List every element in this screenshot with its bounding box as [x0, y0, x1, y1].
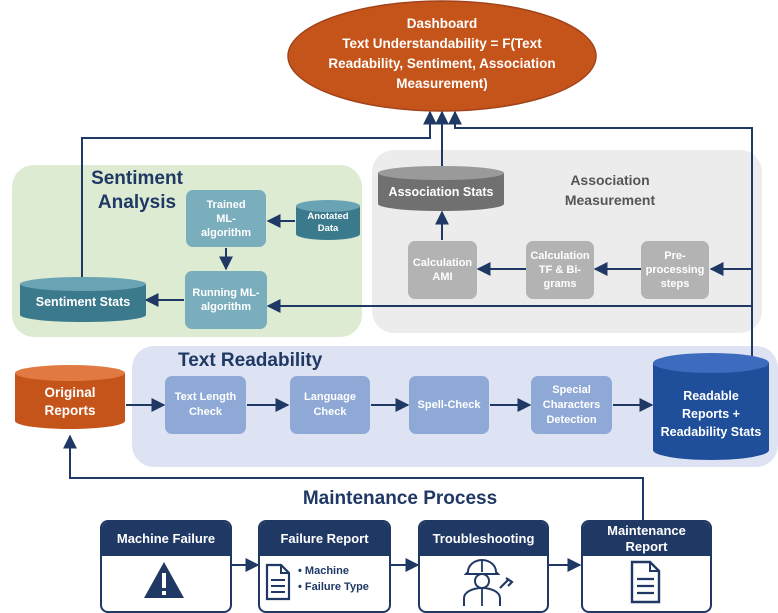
- preprocessing-label: Pre-processing steps: [645, 250, 705, 290]
- trained-ml-box: Trained ML-algorithm: [186, 190, 266, 247]
- troubleshooting-label: Troubleshooting: [432, 531, 535, 546]
- annotated-data-text: Anotated Data: [307, 211, 349, 234]
- dashboard: Dashboard Text Understandability = F(Tex…: [300, 14, 584, 100]
- bullet-failure-type-text: Failure Type: [304, 581, 369, 593]
- calculation-ami-label: Calculation AMI: [412, 257, 473, 283]
- preprocessing-box: Pre-processing steps: [641, 241, 709, 299]
- language-check-label: Language Check: [304, 391, 356, 418]
- spell-check-label: Spell-Check: [417, 398, 481, 411]
- spell-check-box: Spell-Check: [409, 376, 489, 434]
- language-check-box: Language Check: [290, 376, 370, 434]
- technician-icon: [463, 559, 514, 606]
- association-title-line2: Measurement: [564, 192, 656, 208]
- maintenance-report-header: Maintenance Report: [583, 522, 710, 556]
- readability-stats-text: Readable Reports + Readability Stats: [660, 389, 762, 439]
- sentiment-title-line2: Analysis: [97, 192, 177, 213]
- document-icon: [265, 563, 291, 601]
- bullet-machine-text: Machine: [304, 565, 349, 577]
- warning-icon: [144, 562, 184, 598]
- troubleshooting-card: Troubleshooting: [418, 520, 549, 613]
- readability-stats-label: Readable Reports + Readability Stats: [660, 375, 762, 453]
- machine-failure-label: Machine Failure: [116, 531, 216, 546]
- machine-failure-card: Machine Failure: [100, 520, 232, 613]
- special-characters-label: Special Characters Detection: [542, 383, 601, 426]
- failure-report-header: Failure Report: [260, 522, 389, 556]
- association-title-line1: Association: [570, 172, 650, 188]
- machine-failure-header: Machine Failure: [102, 522, 230, 556]
- sentiment-stats-text: Sentiment Stats: [35, 295, 131, 309]
- text-length-box: Text Length Check: [165, 376, 246, 434]
- original-reports-label: Original Reports: [24, 382, 116, 422]
- association-title: Association Measurement: [545, 170, 675, 210]
- original-reports-text: Original Reports: [44, 385, 96, 418]
- running-ml-box: Running ML-algorithm: [185, 271, 267, 329]
- dashboard-title: Dashboard: [406, 16, 478, 31]
- failure-report-card: Failure Report • Machine • Failure Type: [258, 520, 391, 613]
- annotated-data-label: Anotated Data: [296, 209, 360, 237]
- failure-report-label: Failure Report: [280, 531, 369, 546]
- sentiment-title-line1: Sentiment: [91, 168, 183, 189]
- dashboard-formula-1: Text Understandability = F(Text: [342, 36, 542, 51]
- text-length-label: Text Length Check: [174, 391, 237, 418]
- calculation-tf-label: Calculation TF & Bi-grams: [530, 250, 590, 290]
- bullet-machine: • Machine: [298, 565, 349, 577]
- trained-ml-label: Trained ML-algorithm: [200, 198, 252, 239]
- calculation-ami-box: Calculation AMI: [408, 241, 477, 299]
- maintenance-title: Maintenance Process: [302, 488, 498, 509]
- troubleshooting-header: Troubleshooting: [420, 522, 547, 556]
- dashboard-formula-2: Readability, Sentiment, Association: [328, 56, 556, 71]
- maintenance-report-label: Maintenance Report: [607, 523, 686, 554]
- readability-title: Text Readability: [178, 350, 323, 371]
- failure-report-bullets: • Machine • Failure Type: [298, 563, 369, 595]
- report-icon: [630, 560, 661, 604]
- bullet-failure-type: • Failure Type: [298, 581, 369, 593]
- sentiment-title: Sentiment Analysis: [72, 167, 202, 215]
- special-characters-box: Special Characters Detection: [531, 376, 612, 434]
- maintenance-report-card: Maintenance Report: [581, 520, 712, 613]
- association-stats-label: Association Stats: [378, 180, 504, 204]
- running-ml-label: Running ML-algorithm: [192, 287, 260, 313]
- sentiment-stats-label: Sentiment Stats: [20, 290, 146, 314]
- association-stats-text: Association Stats: [388, 185, 494, 199]
- dashboard-formula-3: Measurement): [396, 76, 488, 91]
- calculation-tf-box: Calculation TF & Bi-grams: [526, 241, 594, 299]
